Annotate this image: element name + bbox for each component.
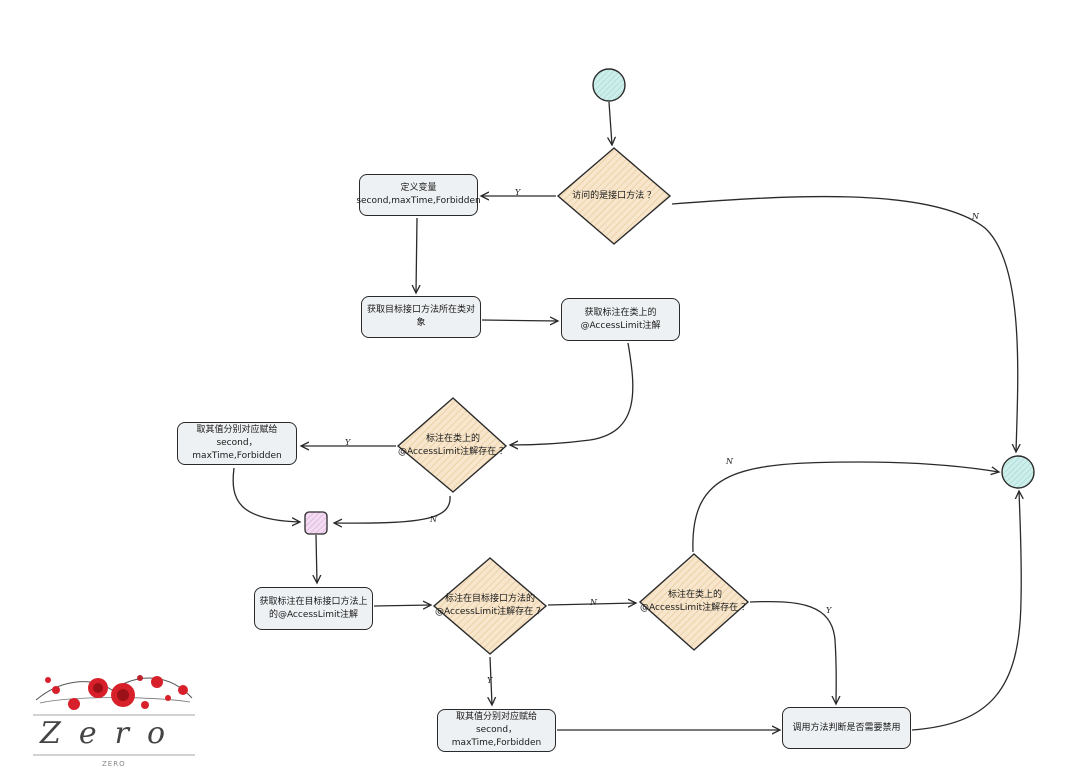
logo-text: Zero	[40, 716, 184, 751]
edge-decision-no-to-end	[671, 195, 1018, 452]
edge-method-decision-no	[547, 603, 636, 605]
edge-define-to-get-class	[416, 217, 417, 293]
edge-get-class-to-annotation	[481, 320, 558, 321]
edge-label-no-2: N	[430, 515, 437, 524]
edge-get-method-to-decision	[373, 605, 431, 606]
edge-annotation-to-decision	[510, 342, 634, 445]
start-node	[592, 68, 626, 102]
edge-class-decision-yes-to-judge	[749, 600, 836, 704]
decision-interface-method-label: 访问的是接口方法 ？	[572, 190, 656, 201]
edge-label-no-1: N	[972, 212, 979, 221]
edge-decision-no-to-merge	[334, 495, 451, 523]
node-get-class-annotation: 获取标注在类上的@AccessLimit注解	[561, 298, 680, 341]
decision-shape-method-annotation	[432, 557, 548, 655]
decision-class-annotation-2-label: 标注在类上的@AccessLimit注解存在 ？	[640, 590, 750, 613]
merge-node	[304, 511, 328, 535]
node-assign-class-values: 取其值分别对应赋给second，maxTime,Forbidden	[177, 422, 297, 465]
edge-merge-to-get-method	[316, 534, 317, 583]
node-define-vars: 定义变量second,maxTime,Forbidden	[356, 174, 481, 216]
edge-assign-to-merge	[232, 467, 300, 522]
decision-class-annotation-label: 标注在类上的@AccessLimit注解存在 ？	[398, 434, 508, 457]
logo-roses	[35, 675, 193, 710]
logo-subtext: ZERO	[102, 760, 126, 768]
edge-label-yes-1: Y	[515, 188, 521, 197]
edge-start-to-decision	[609, 101, 612, 145]
edge-label-no-3: N	[590, 598, 597, 607]
edge-label-yes-2: Y	[345, 438, 351, 447]
node-get-class: 获取目标接口方法所在类对象	[361, 296, 481, 338]
node-assign-method-values: 取其值分别对应赋给second，maxTime,Forbidden	[437, 709, 556, 752]
edge-label-yes-3: Y	[487, 676, 493, 685]
edge-method-decision-yes	[490, 656, 492, 705]
decision-shape-interface-method	[556, 147, 672, 245]
decision-shape-class-annotation-2	[638, 553, 750, 651]
end-node	[1001, 455, 1035, 489]
edge-class-decision-no-to-end	[692, 461, 999, 553]
node-judge-forbidden: 调用方法判断是否需要禁用	[782, 707, 911, 749]
node-get-method-annotation: 获取标注在目标接口方法上的@AccessLimit注解	[254, 587, 373, 630]
decision-shape-class-annotation	[396, 397, 508, 493]
edge-judge-to-end	[911, 491, 1021, 731]
edge-label-yes-4: Y	[826, 606, 832, 615]
edge-label-no-4: N	[726, 457, 733, 466]
decision-method-annotation-label: 标注在目标接口方法的@AccessLimit注解存在 ？	[435, 594, 545, 617]
